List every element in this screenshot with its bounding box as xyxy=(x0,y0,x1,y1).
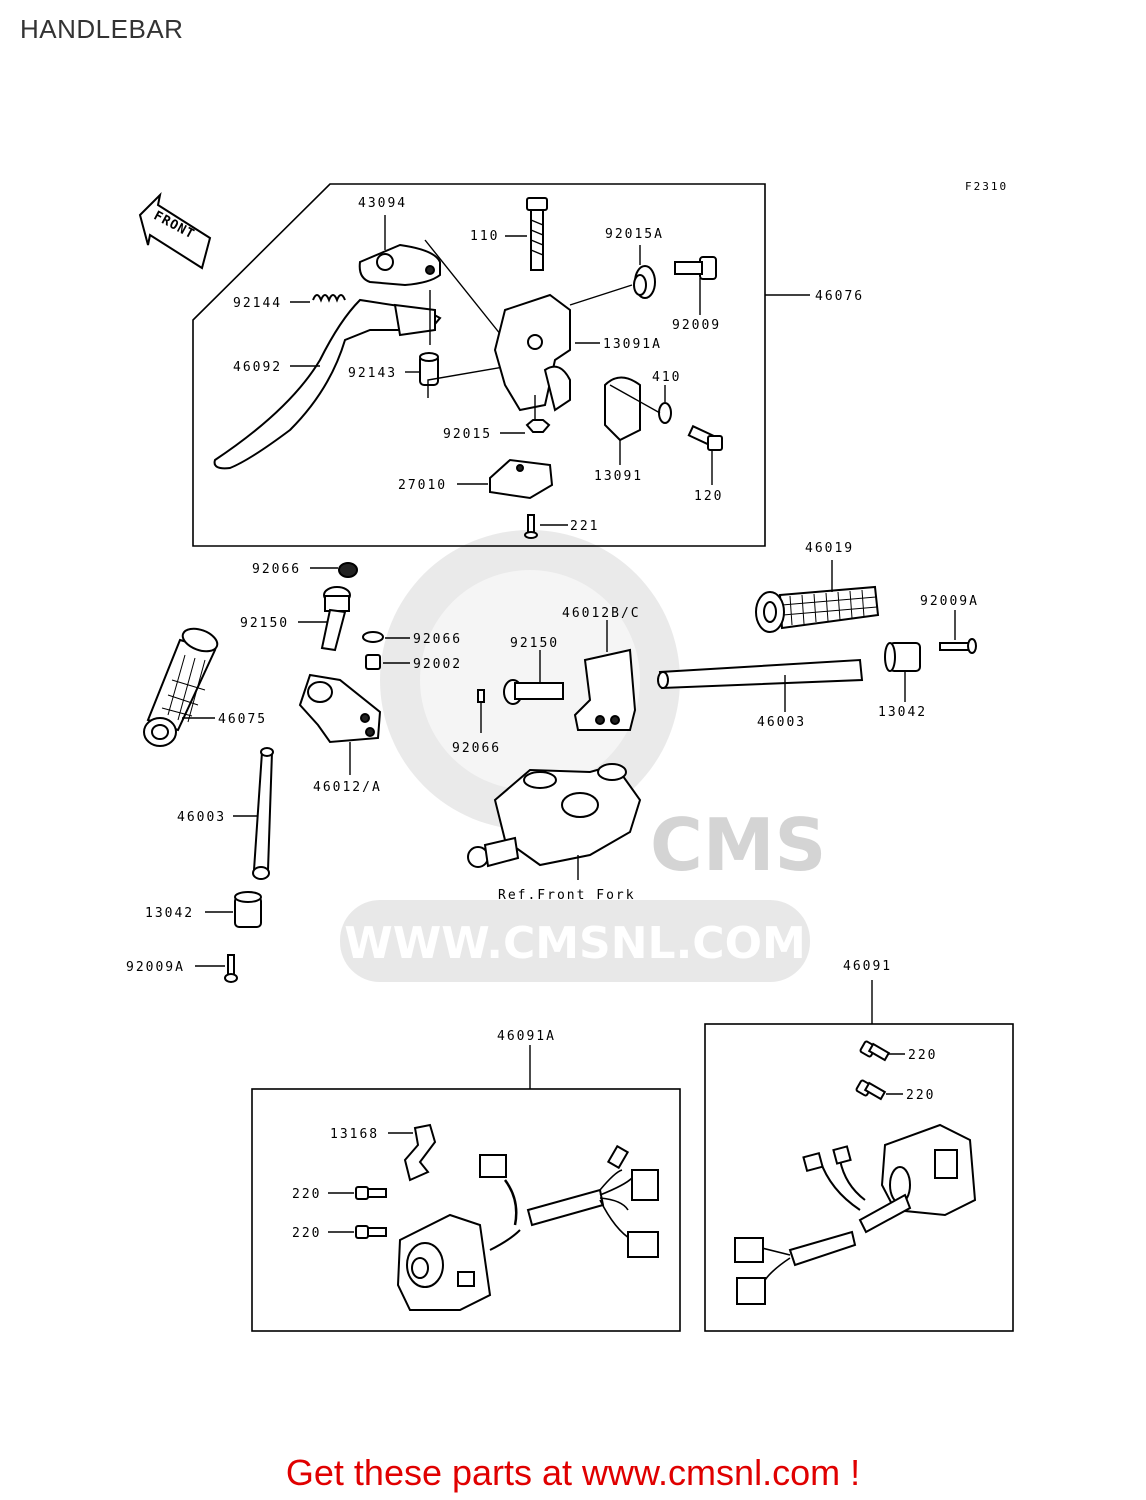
callout-220-d: 220 xyxy=(906,1088,935,1103)
exploded-parts-diagram: CMS WWW.CMSNL.COM F2310 FRONT 46076 4309… xyxy=(126,180,1014,1332)
bolt-92002 xyxy=(365,654,381,670)
watermark-logo-inner xyxy=(420,570,640,790)
clutch-lever xyxy=(213,298,442,470)
callout-92015A: 92015A xyxy=(605,227,664,242)
callout-46003-left: 46003 xyxy=(177,810,226,825)
callout-92002: 92002 xyxy=(413,657,462,672)
callout-92015: 92015 xyxy=(443,427,492,442)
callout-46012BC: 46012B/C xyxy=(562,606,641,621)
callout-220-b: 220 xyxy=(292,1226,321,1241)
callout-92150-right: 92150 xyxy=(510,636,559,651)
footer-cta-link[interactable]: Get these parts at www.cmsnl.com ! xyxy=(285,1452,861,1493)
spring xyxy=(312,294,346,303)
page-title: HANDLEBAR xyxy=(20,14,184,44)
callout-92009: 92009 xyxy=(672,318,721,333)
lever-bracket xyxy=(493,293,571,412)
screw-220-a xyxy=(355,1186,387,1200)
bolt-92150-right xyxy=(503,679,564,705)
nut-92015 xyxy=(525,419,551,433)
callout-110: 110 xyxy=(470,229,499,244)
grip-right-46019 xyxy=(755,585,880,633)
watermark-url: WWW.CMSNL.COM xyxy=(344,918,806,969)
lever-holder-cover xyxy=(358,243,441,287)
callout-221: 221 xyxy=(570,519,599,534)
bolt-92150-left xyxy=(320,586,351,652)
callout-220-a: 220 xyxy=(292,1187,321,1202)
callout-13091A: 13091A xyxy=(603,337,662,352)
callout-46012A: 46012/A xyxy=(313,780,382,795)
washer-92066-mid xyxy=(362,631,384,643)
left-switch-wiring xyxy=(479,1144,659,1258)
callout-92066-top: 92066 xyxy=(252,562,301,577)
grip-left-46075 xyxy=(143,627,219,747)
bolt-92009A-left xyxy=(224,954,238,983)
cmsnl-watermark: CMS WWW.CMSNL.COM xyxy=(340,530,826,982)
clamp-13168 xyxy=(403,1123,437,1182)
screw-220-d xyxy=(855,1079,887,1101)
screw-220-c xyxy=(859,1040,891,1062)
handlebar-holder-left xyxy=(298,673,382,744)
weight-13042-left xyxy=(234,891,262,928)
lever-assembly-frame xyxy=(192,183,766,547)
watermark-banner xyxy=(340,900,810,982)
callout-46003-right: 46003 xyxy=(757,715,806,730)
callout-92144: 92144 xyxy=(233,296,282,311)
adjuster-nut-92015A xyxy=(633,265,656,299)
screw-221 xyxy=(524,514,538,539)
switch-left-frame xyxy=(251,1088,681,1332)
group-label-46091: 46091 xyxy=(843,959,892,974)
callout-92066-mid: 92066 xyxy=(413,632,462,647)
weight-13042-right xyxy=(884,642,921,672)
adjuster-92009 xyxy=(674,256,717,280)
callout-92150-left: 92150 xyxy=(240,616,289,631)
bolt-120 xyxy=(687,424,723,451)
group-label-46091A: 46091A xyxy=(497,1029,556,1044)
screw-220-b xyxy=(355,1225,387,1239)
front-arrow-icon: FRONT xyxy=(138,191,212,270)
left-switch-housing xyxy=(396,1213,521,1311)
callout-46075: 46075 xyxy=(218,712,267,727)
nut-92066-top xyxy=(338,562,358,578)
figure-code: F2310 xyxy=(965,180,1008,193)
callout-46019: 46019 xyxy=(805,541,854,556)
switch-right-frame xyxy=(704,1023,1014,1332)
right-switch-wiring xyxy=(734,1145,912,1305)
washer-410 xyxy=(658,402,672,424)
group-label-46076: 46076 xyxy=(815,289,864,304)
switch-27010 xyxy=(489,458,554,500)
callout-92009A-left: 92009A xyxy=(126,960,185,975)
top-bridge xyxy=(467,763,642,868)
callout-92066-right: 92066 xyxy=(452,741,501,756)
handlebar-holder-right xyxy=(573,648,637,731)
handlebar-pipe-left xyxy=(252,747,274,880)
clamp-13091 xyxy=(604,376,641,442)
callout-13168: 13168 xyxy=(330,1127,379,1142)
bolt-110 xyxy=(526,197,548,271)
callout-92143: 92143 xyxy=(348,366,397,381)
bolt-92009A-right xyxy=(939,638,977,654)
callout-13042-left: 13042 xyxy=(145,906,194,921)
callout-120: 120 xyxy=(694,489,723,504)
callout-13091: 13091 xyxy=(594,469,643,484)
callout-46092: 46092 xyxy=(233,360,282,375)
callout-43094: 43094 xyxy=(358,196,407,211)
callout-410: 410 xyxy=(652,370,681,385)
watermark-logo-text: CMS xyxy=(650,803,826,887)
callout-27010: 27010 xyxy=(398,478,447,493)
ref-front-fork: Ref.Front Fork xyxy=(498,888,636,903)
callout-220-c: 220 xyxy=(908,1048,937,1063)
nut-92066-right xyxy=(477,689,485,703)
callout-13042-right: 13042 xyxy=(878,705,927,720)
pivot-collar xyxy=(419,352,439,386)
handlebar-pipe-right xyxy=(657,658,864,690)
callout-92009A-right: 92009A xyxy=(920,594,979,609)
